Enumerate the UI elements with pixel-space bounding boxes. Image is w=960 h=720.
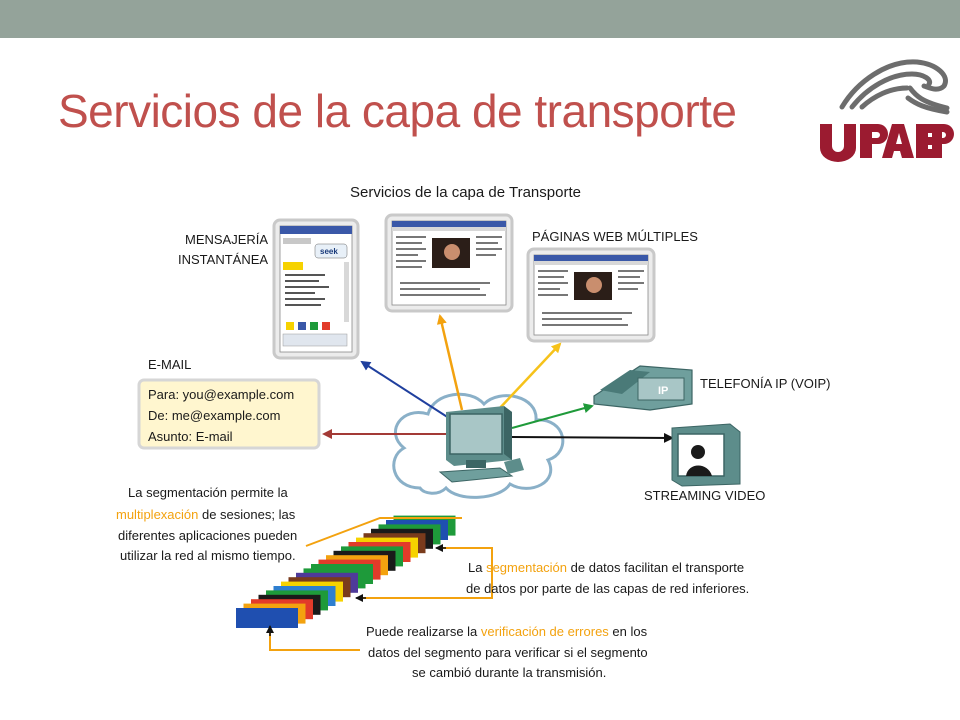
computer-icon [438, 406, 524, 483]
note-mux-line2: multiplexación de sesiones; las [116, 507, 296, 522]
note-error-checking: Puede realizarse la verificación de erro… [366, 624, 648, 680]
note-seg-line1: La segmentación de datos facilitan el tr… [468, 560, 744, 575]
note-err-line1: Puede realizarse la verificación de erro… [366, 624, 648, 639]
instant-messaging-window: seek [272, 218, 360, 360]
note-mux-line3: diferentes aplicaciones pueden [118, 528, 297, 543]
streaming-tv-icon [671, 423, 741, 487]
label-email: E-MAIL [148, 357, 191, 372]
note-multiplexing: La segmentación permite la multiplexació… [116, 485, 297, 563]
email-to: Para: you@example.com [148, 387, 294, 402]
note-err-line1-rest: en los [609, 624, 648, 639]
eagle-emblem-icon [839, 59, 950, 115]
arrow-to-voip [511, 403, 594, 429]
email-subject: Asunto: E-mail [148, 429, 233, 444]
note-seg-line1-rest: de datos facilitan el transporte [567, 560, 744, 575]
label-voip: TELEFONÍA IP (VOIP) [700, 376, 831, 391]
diagram-heading: Servicios de la capa de Transporte [350, 184, 581, 201]
highlight-multiplexing: multiplexación [116, 507, 198, 522]
email-from: De: me@example.com [148, 408, 280, 423]
email-message-box: Para: you@example.com De: me@example.com… [137, 378, 321, 450]
upaep-wordmark [820, 124, 954, 162]
segment-stack [236, 515, 456, 628]
arrow-to-web-2 [497, 342, 562, 411]
web-page-window-1 [384, 213, 514, 313]
highlight-segmentation: segmentación [486, 560, 567, 575]
arrow-to-streaming [511, 432, 674, 443]
note-seg-line2: de datos por parte de las capas de red i… [466, 581, 749, 596]
label-im-line1: MENSAJERÍA [185, 232, 268, 247]
ip-phone-icon: IP [593, 365, 693, 411]
phone-ip-label: IP [658, 385, 668, 397]
arrow-to-web-1 [436, 314, 464, 411]
note-mux-line1: La segmentación permite la [128, 485, 288, 500]
note-err-line3: se cambió durante la transmisión. [412, 665, 606, 680]
label-im-line2: INSTANTÁNEA [178, 252, 268, 267]
arrow-to-im [360, 360, 453, 421]
upaep-logo [820, 59, 954, 162]
label-streaming: STREAMING VIDEO [644, 488, 765, 503]
highlight-error-checking: verificación de errores [481, 624, 609, 639]
note-err-line2: datos del segmento para verificar si el … [368, 645, 648, 660]
slide-title: Servicios de la capa de transporte [58, 85, 737, 137]
segment-block [236, 608, 298, 628]
note-seg-line1-pre: La [468, 560, 486, 575]
label-web-multiple: PÁGINAS WEB MÚLTIPLES [532, 229, 698, 244]
note-mux-line2-rest: de sesiones; las [198, 507, 295, 522]
bracket-arrowheads [266, 544, 446, 636]
note-segmentation: La segmentación de datos facilitan el tr… [466, 560, 749, 596]
top-accent-bar [0, 0, 960, 38]
web-page-window-2 [526, 247, 656, 343]
seek-logo-text: seek [320, 247, 338, 256]
note-err-line1-pre: Puede realizarse la [366, 624, 481, 639]
note-mux-line4: utilizar la red al mismo tiempo. [120, 548, 296, 563]
